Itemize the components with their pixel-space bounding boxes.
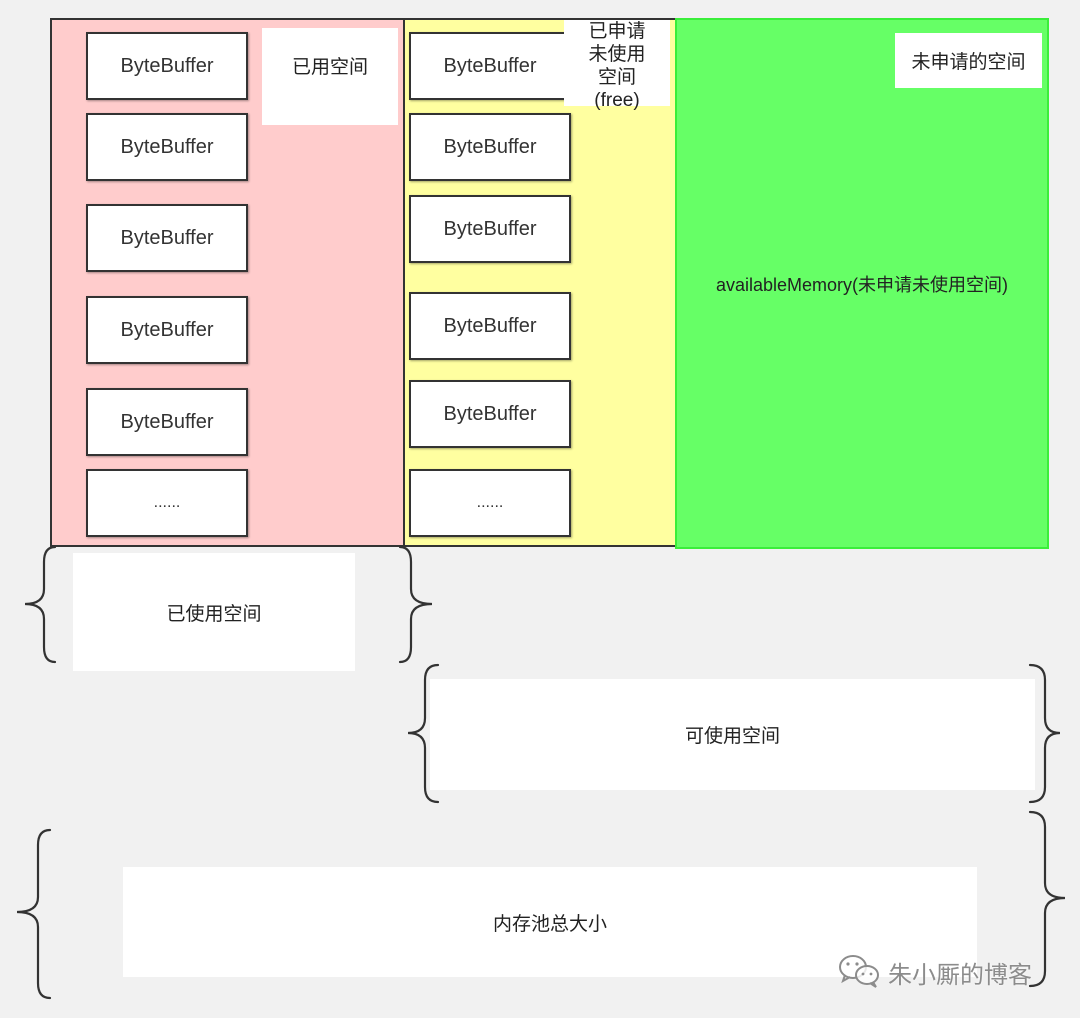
available-memory-region — [675, 18, 1049, 549]
free-bytebuffer: ByteBuffer — [409, 380, 571, 448]
used-bytebuffer: ByteBuffer — [86, 388, 248, 456]
unallocated-space-label: 未申请的空间 — [895, 33, 1042, 88]
free-bytebuffer: ByteBuffer — [409, 195, 571, 263]
available-span-label: 可使用空间 — [430, 679, 1035, 790]
free-bytebuffer: ByteBuffer — [409, 32, 571, 100]
total-span-label: 内存池总大小 — [123, 867, 977, 977]
total-span-left-brace — [16, 828, 52, 1000]
free-bytebuffer-ellipsis: ...... — [409, 469, 571, 537]
free-space-label-line: 空间 — [597, 67, 636, 88]
used-space-label: 已用空间 — [262, 28, 398, 125]
free-space-label-line: 已申请 — [588, 21, 646, 42]
wechat-icon — [839, 955, 879, 988]
free-bytebuffer: ByteBuffer — [409, 292, 571, 360]
free-space-region — [403, 18, 676, 547]
free-space-label-line: (free) — [594, 90, 640, 111]
used-bytebuffer: ByteBuffer — [86, 113, 248, 181]
free-space-label: 已申请 未使用 空间 (free) — [564, 20, 670, 111]
free-space-label-line: 未使用 — [588, 44, 646, 65]
watermark-text: 朱小厮的博客 — [888, 962, 1032, 989]
used-span-label: 已使用空间 — [73, 553, 355, 671]
used-span-right-brace — [398, 545, 433, 664]
total-span-right-brace — [1028, 810, 1066, 988]
used-bytebuffer: ByteBuffer — [86, 204, 248, 272]
used-bytebuffer: ByteBuffer — [86, 32, 248, 100]
available-memory-text: availableMemory(未申请未使用空间) — [715, 275, 1009, 295]
used-span-left-brace — [24, 545, 57, 664]
used-bytebuffer-ellipsis: ...... — [86, 469, 248, 537]
used-bytebuffer: ByteBuffer — [86, 296, 248, 364]
free-bytebuffer: ByteBuffer — [409, 113, 571, 181]
